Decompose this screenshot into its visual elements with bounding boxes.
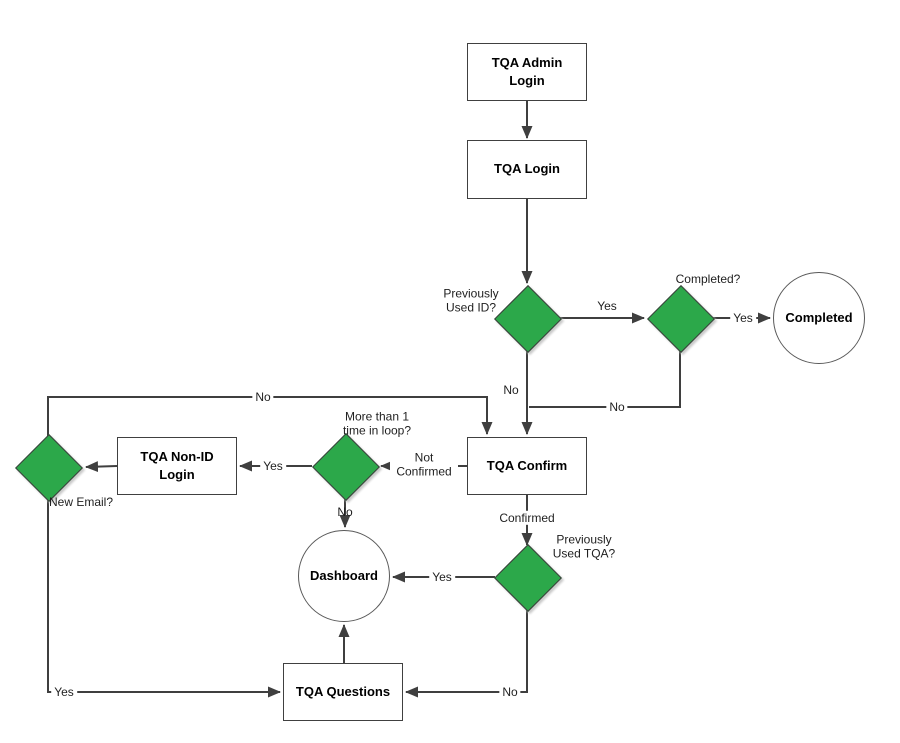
node-label: TQA Confirm [486, 457, 568, 473]
label-new-email: New Email? [48, 494, 114, 509]
label-previously-used-tqa: Previously Used TQA? [552, 532, 616, 561]
node-label: TQA Questions [295, 683, 391, 699]
node-completed: Completed [773, 272, 865, 364]
node-tqa-non-id-login: TQA Non-ID Login [117, 437, 237, 495]
decision-more-than-1-loop [312, 433, 380, 501]
edge-label-email-yes: Yes [51, 684, 77, 700]
edge-label-tqa-yes: Yes [429, 569, 455, 585]
node-label: Completed [785, 309, 853, 325]
edge-label-confirmed: Confirmed [496, 510, 558, 526]
node-dashboard: Dashboard [298, 530, 390, 622]
decision-previously-used-id [494, 285, 562, 353]
edge-completed-no [529, 348, 681, 408]
edge-label-loop-no: No [337, 504, 353, 519]
node-tqa-admin-login: TQA Admin Login [467, 43, 587, 101]
decision-new-email [15, 434, 83, 502]
node-tqa-questions: TQA Questions [283, 663, 403, 721]
diamond-shape [15, 434, 83, 502]
label-more-than-1-loop: More than 1 time in loop? [342, 409, 412, 438]
edge-label-loop-yes: Yes [260, 458, 286, 474]
label-completed-question: Completed? [675, 271, 741, 286]
node-label: TQA Admin Login [491, 54, 563, 88]
decision-completed [647, 285, 715, 353]
diamond-shape [494, 285, 562, 353]
edge-nonid-to-email [85, 461, 118, 473]
edge-label-tqa-no: No [499, 684, 521, 700]
edge-label-id-no: No [503, 382, 519, 397]
diamond-shape [647, 285, 715, 353]
edge-label-completed-yes: Yes [730, 310, 756, 326]
node-label: TQA Login [494, 161, 560, 177]
edge-label-id-yes: Yes [597, 298, 617, 313]
node-label: TQA Non-ID Login [140, 448, 214, 482]
edge-label-email-no: No [252, 389, 274, 405]
label-previously-used-id: Previously Used ID? [443, 286, 499, 315]
diamond-shape [312, 433, 380, 501]
edge-label-completed-no: No [606, 399, 628, 415]
edge-label-not-confirmed: Not Confirmed [390, 450, 458, 480]
node-tqa-confirm: TQA Confirm [467, 437, 587, 495]
node-tqa-login: TQA Login [467, 140, 587, 199]
edge-tqa-no [405, 605, 528, 698]
edge-email-yes [47, 498, 281, 698]
node-label: Dashboard [310, 567, 378, 583]
